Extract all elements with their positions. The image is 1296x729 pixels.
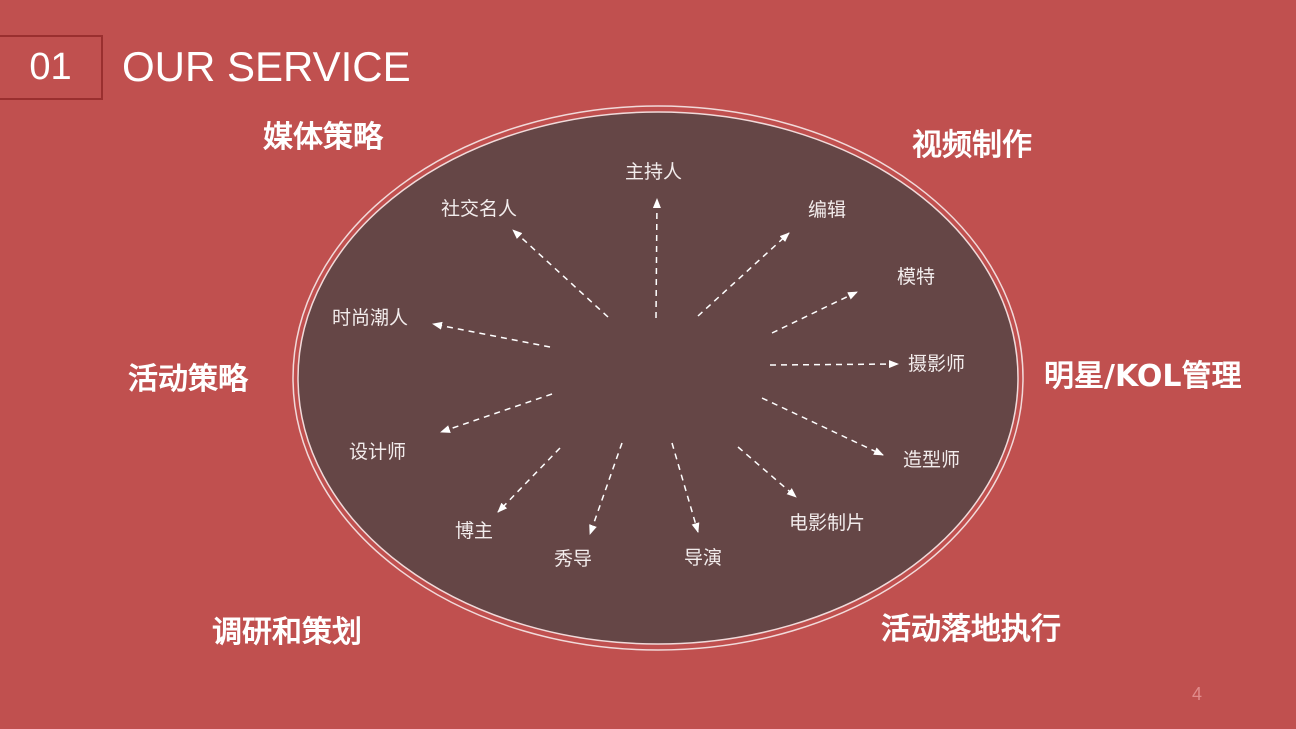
arrow-host (652, 198, 661, 319)
arrow-model (771, 291, 858, 334)
role-social: 社交名人 (441, 198, 518, 220)
role-film-production: 电影制片 (789, 512, 866, 534)
role-show-director: 秀导 (554, 548, 593, 570)
role-model: 模特 (897, 266, 936, 288)
outer-ellipse (292, 105, 1024, 651)
arrow-film-production (737, 446, 797, 498)
role-designer: 设计师 (349, 441, 407, 463)
category-media: 媒体策略 (263, 120, 383, 155)
inner-ellipse (297, 111, 1019, 645)
arrow-stylist (761, 397, 884, 456)
category-research: 调研和策划 (212, 615, 362, 650)
arrow-editor (697, 232, 790, 317)
category-execution: 活动落地执行 (881, 612, 1061, 647)
section-number: 01 (0, 35, 103, 100)
role-host: 主持人 (625, 161, 683, 183)
role-editor: 编辑 (808, 199, 847, 221)
role-trendsetter: 时尚潮人 (332, 307, 409, 329)
arrow-show-director (589, 442, 623, 535)
role-film-director: 导演 (684, 547, 723, 569)
arrow-blogger (497, 447, 561, 513)
category-event: 活动策略 (128, 362, 248, 397)
category-video: 视频制作 (912, 128, 1032, 163)
page-number: 4 (1192, 684, 1203, 704)
arrow-film-director (671, 442, 700, 533)
arrow-trendsetter (432, 321, 551, 348)
role-blogger: 博主 (455, 520, 494, 542)
role-photographer: 摄影师 (908, 353, 966, 375)
category-celebrity: 明星/KOL管理 (1044, 359, 1242, 394)
arrow-designer (440, 393, 553, 433)
role-stylist: 造型师 (903, 449, 961, 471)
page-title: OUR SERVICE (122, 43, 411, 90)
